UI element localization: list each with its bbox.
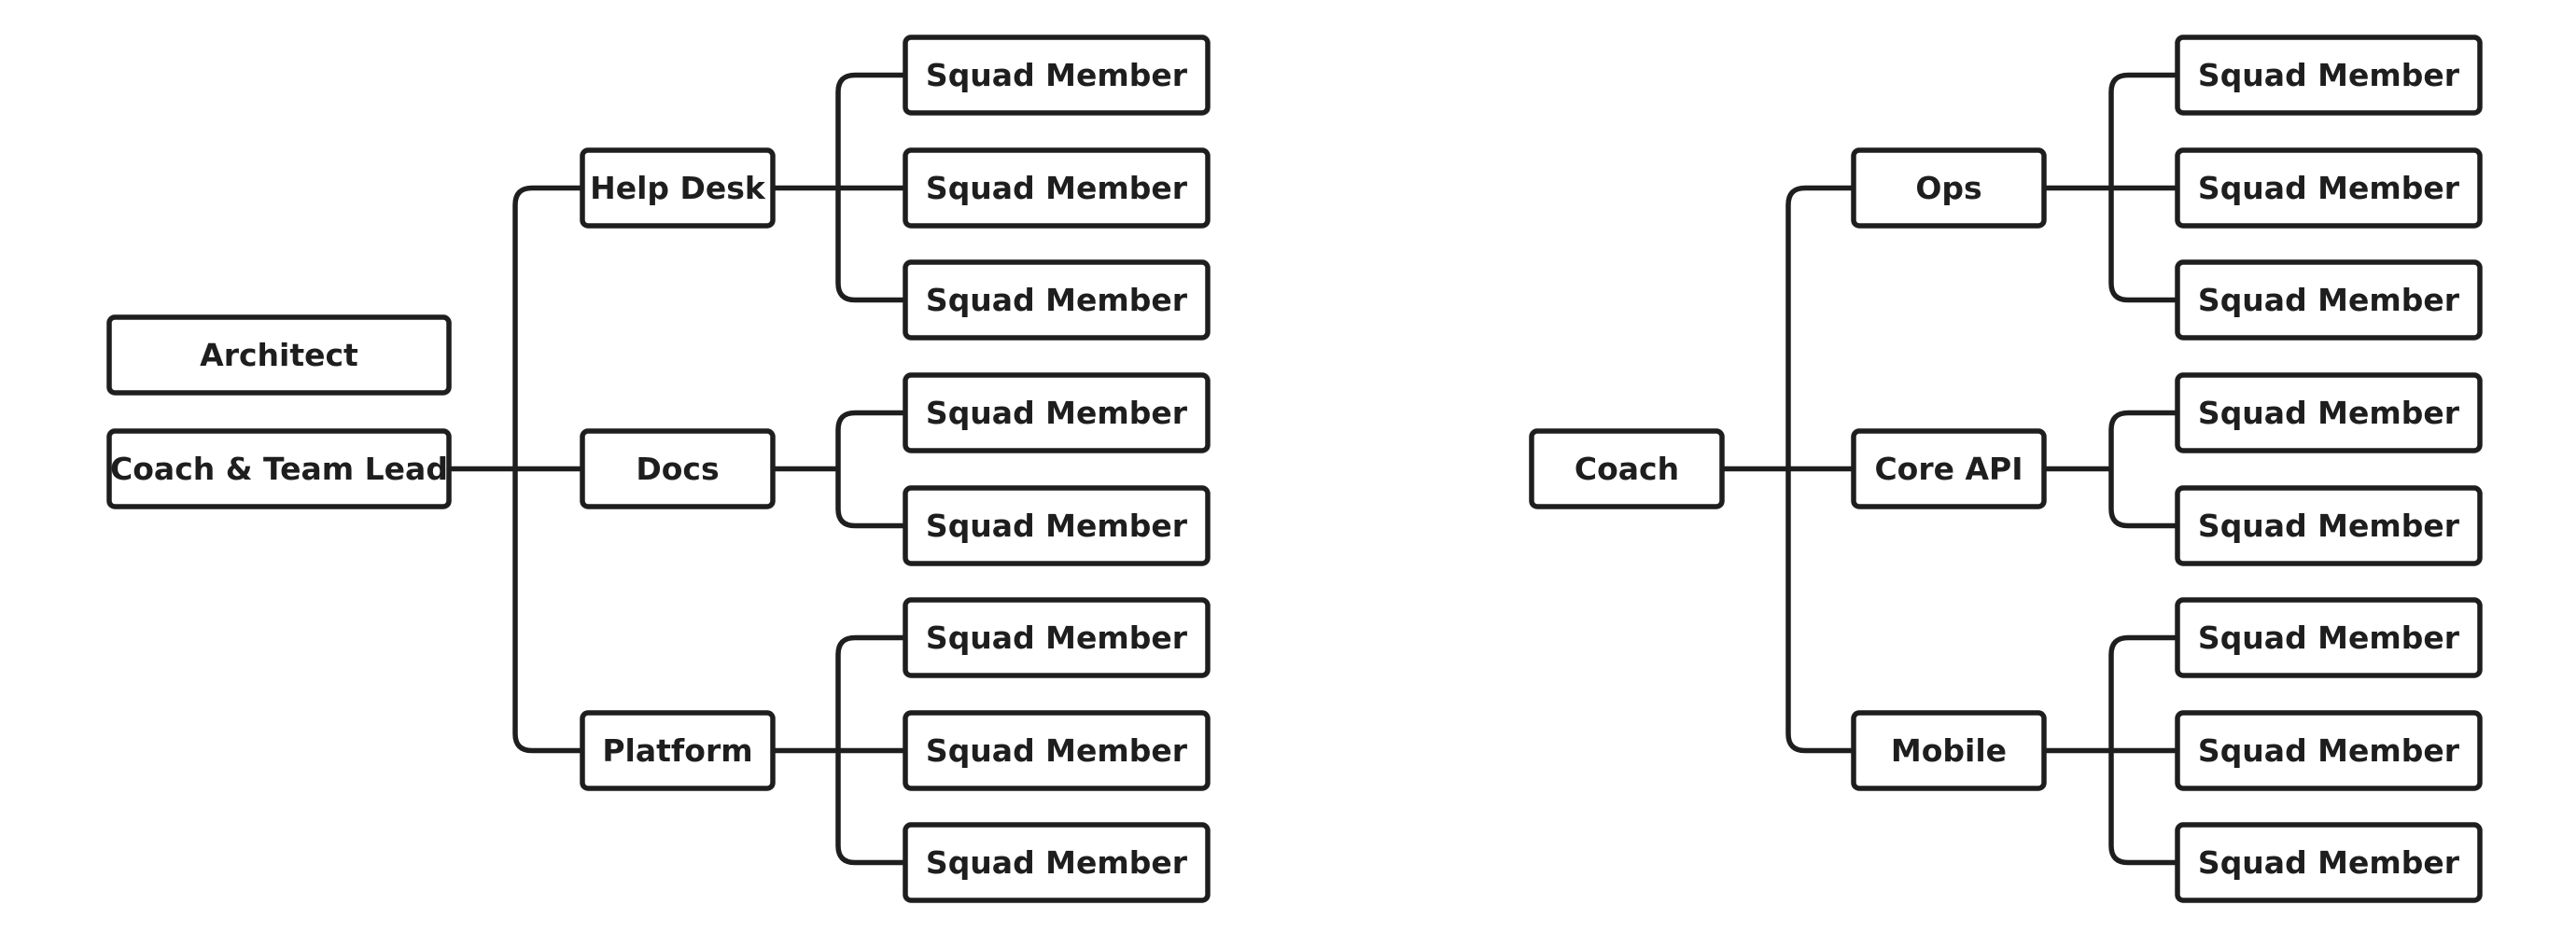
- team-help-desk-box: [580, 147, 776, 229]
- squad-member-box-label: Squad Member: [926, 57, 1188, 93]
- squad-member-box-box: [903, 147, 1211, 229]
- squad-member-box-label: Squad Member: [2198, 170, 2460, 206]
- squad-member-box-box: [903, 822, 1211, 903]
- squad-member-box-label: Squad Member: [926, 395, 1188, 431]
- architect-box-label: Architect: [200, 337, 358, 373]
- team-core-api-box: [1851, 428, 2047, 509]
- squad-member-box-box: [2175, 597, 2483, 678]
- team-platform-box: [580, 710, 776, 791]
- team-ops-box: [1851, 147, 2047, 229]
- squad-member-box-box: [2175, 372, 2483, 453]
- squad-member-box-box: [2175, 710, 2483, 791]
- squad-member-box-label: Squad Member: [926, 508, 1188, 544]
- root-coach-and-team-lead: Coach & Team Lead: [106, 428, 452, 509]
- root-coach: Coach: [1529, 428, 1725, 509]
- squad-member-box-label: Squad Member: [2198, 395, 2460, 431]
- root-coach-and-team-lead-label: Coach & Team Lead: [110, 451, 448, 487]
- team-docs-label: Docs: [636, 451, 719, 487]
- squad-member-box: Squad Member: [903, 259, 1211, 341]
- root-coach-and-team-lead-box: [106, 428, 452, 509]
- team-platform-label: Platform: [602, 732, 752, 769]
- squad-member-box-box: [2175, 35, 2483, 116]
- team-ops: Ops: [1851, 147, 2047, 229]
- member-bracket-core-api: [2108, 410, 2177, 529]
- architect-box: Architect: [106, 314, 452, 396]
- team-mobile-box: [1851, 710, 2047, 791]
- squad-member-box: Squad Member: [2175, 259, 2483, 341]
- squad-member-box-box: [903, 485, 1211, 566]
- architect-box-box: [106, 314, 452, 396]
- squad-member-box: Squad Member: [903, 35, 1211, 116]
- squad-member-box: Squad Member: [903, 485, 1211, 566]
- squad-member-box-label: Squad Member: [2198, 57, 2460, 93]
- squad-member-box-box: [903, 710, 1211, 791]
- team-help-desk-label: Help Desk: [590, 170, 766, 206]
- root-coach-label: Coach: [1575, 451, 1679, 487]
- squad-member-box: Squad Member: [903, 597, 1211, 678]
- squad-member-box-label: Squad Member: [2198, 620, 2460, 656]
- team-mobile-label: Mobile: [1891, 732, 2007, 769]
- root-coach-box: [1529, 428, 1725, 509]
- squad-member-box-box: [2175, 147, 2483, 229]
- squad-member-box-label: Squad Member: [926, 732, 1188, 769]
- squad-member-box-label: Squad Member: [2198, 732, 2460, 769]
- squad-member-box: Squad Member: [2175, 35, 2483, 116]
- squad-member-box-label: Squad Member: [926, 170, 1188, 206]
- squad-member-box: Squad Member: [2175, 372, 2483, 453]
- team-docs: Docs: [580, 428, 776, 509]
- team-mobile: Mobile: [1851, 710, 2047, 791]
- squad-member-box-box: [903, 597, 1211, 678]
- squad-member-box-label: Squad Member: [2198, 508, 2460, 544]
- squad-member-box-box: [903, 372, 1211, 453]
- member-bracket-docs: [835, 410, 905, 529]
- squad-member-box-label: Squad Member: [926, 620, 1188, 656]
- team-platform: Platform: [580, 710, 776, 791]
- squad-member-box-box: [2175, 485, 2483, 566]
- squad-member-box-label: Squad Member: [926, 282, 1188, 318]
- squad-member-box-box: [2175, 259, 2483, 341]
- squad-member-box: Squad Member: [2175, 147, 2483, 229]
- squad-member-box-box: [903, 35, 1211, 116]
- team-core-api: Core API: [1851, 428, 2047, 509]
- squad-member-box: Squad Member: [903, 710, 1211, 791]
- squad-member-box: Squad Member: [903, 822, 1211, 903]
- squad-member-box: Squad Member: [2175, 822, 2483, 903]
- team-help-desk: Help Desk: [580, 147, 776, 229]
- squad-member-box-label: Squad Member: [926, 844, 1188, 881]
- squad-member-box: Squad Member: [2175, 597, 2483, 678]
- squad-member-box: Squad Member: [2175, 485, 2483, 566]
- squad-member-box-label: Squad Member: [2198, 844, 2460, 881]
- team-ops-label: Ops: [1915, 170, 1981, 206]
- squad-member-box-label: Squad Member: [2198, 282, 2460, 318]
- squad-member-box: Squad Member: [903, 147, 1211, 229]
- squad-member-box-box: [903, 259, 1211, 341]
- squad-member-box: Squad Member: [2175, 710, 2483, 791]
- squad-member-box-box: [2175, 822, 2483, 903]
- team-core-api-label: Core API: [1874, 451, 2023, 487]
- team-docs-box: [580, 428, 776, 509]
- squad-member-box: Squad Member: [903, 372, 1211, 453]
